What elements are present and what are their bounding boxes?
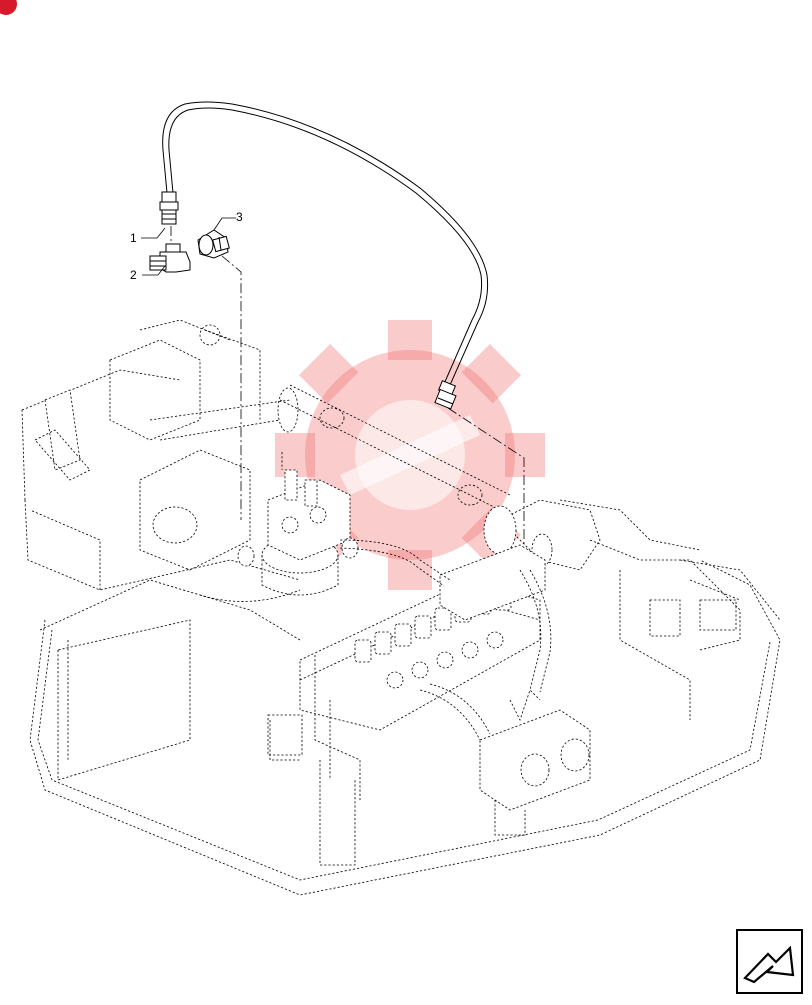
red-circle-badge-icon <box>0 0 17 15</box>
hydraulic-lines <box>199 539 552 741</box>
callout-leaders <box>141 217 236 276</box>
callout-3-label: 3 <box>236 210 243 224</box>
adapter-fitting <box>197 229 230 259</box>
control-valve-block <box>267 544 591 866</box>
callout-2-label: 2 <box>130 268 137 282</box>
elbow-fitting <box>149 243 191 273</box>
swivel-joint <box>237 452 359 596</box>
next-page-arrow-icon[interactable] <box>736 929 803 994</box>
callout-1-label: 1 <box>130 231 137 245</box>
hose-assembly <box>159 101 489 410</box>
gear-logo-watermark-icon <box>275 320 545 590</box>
